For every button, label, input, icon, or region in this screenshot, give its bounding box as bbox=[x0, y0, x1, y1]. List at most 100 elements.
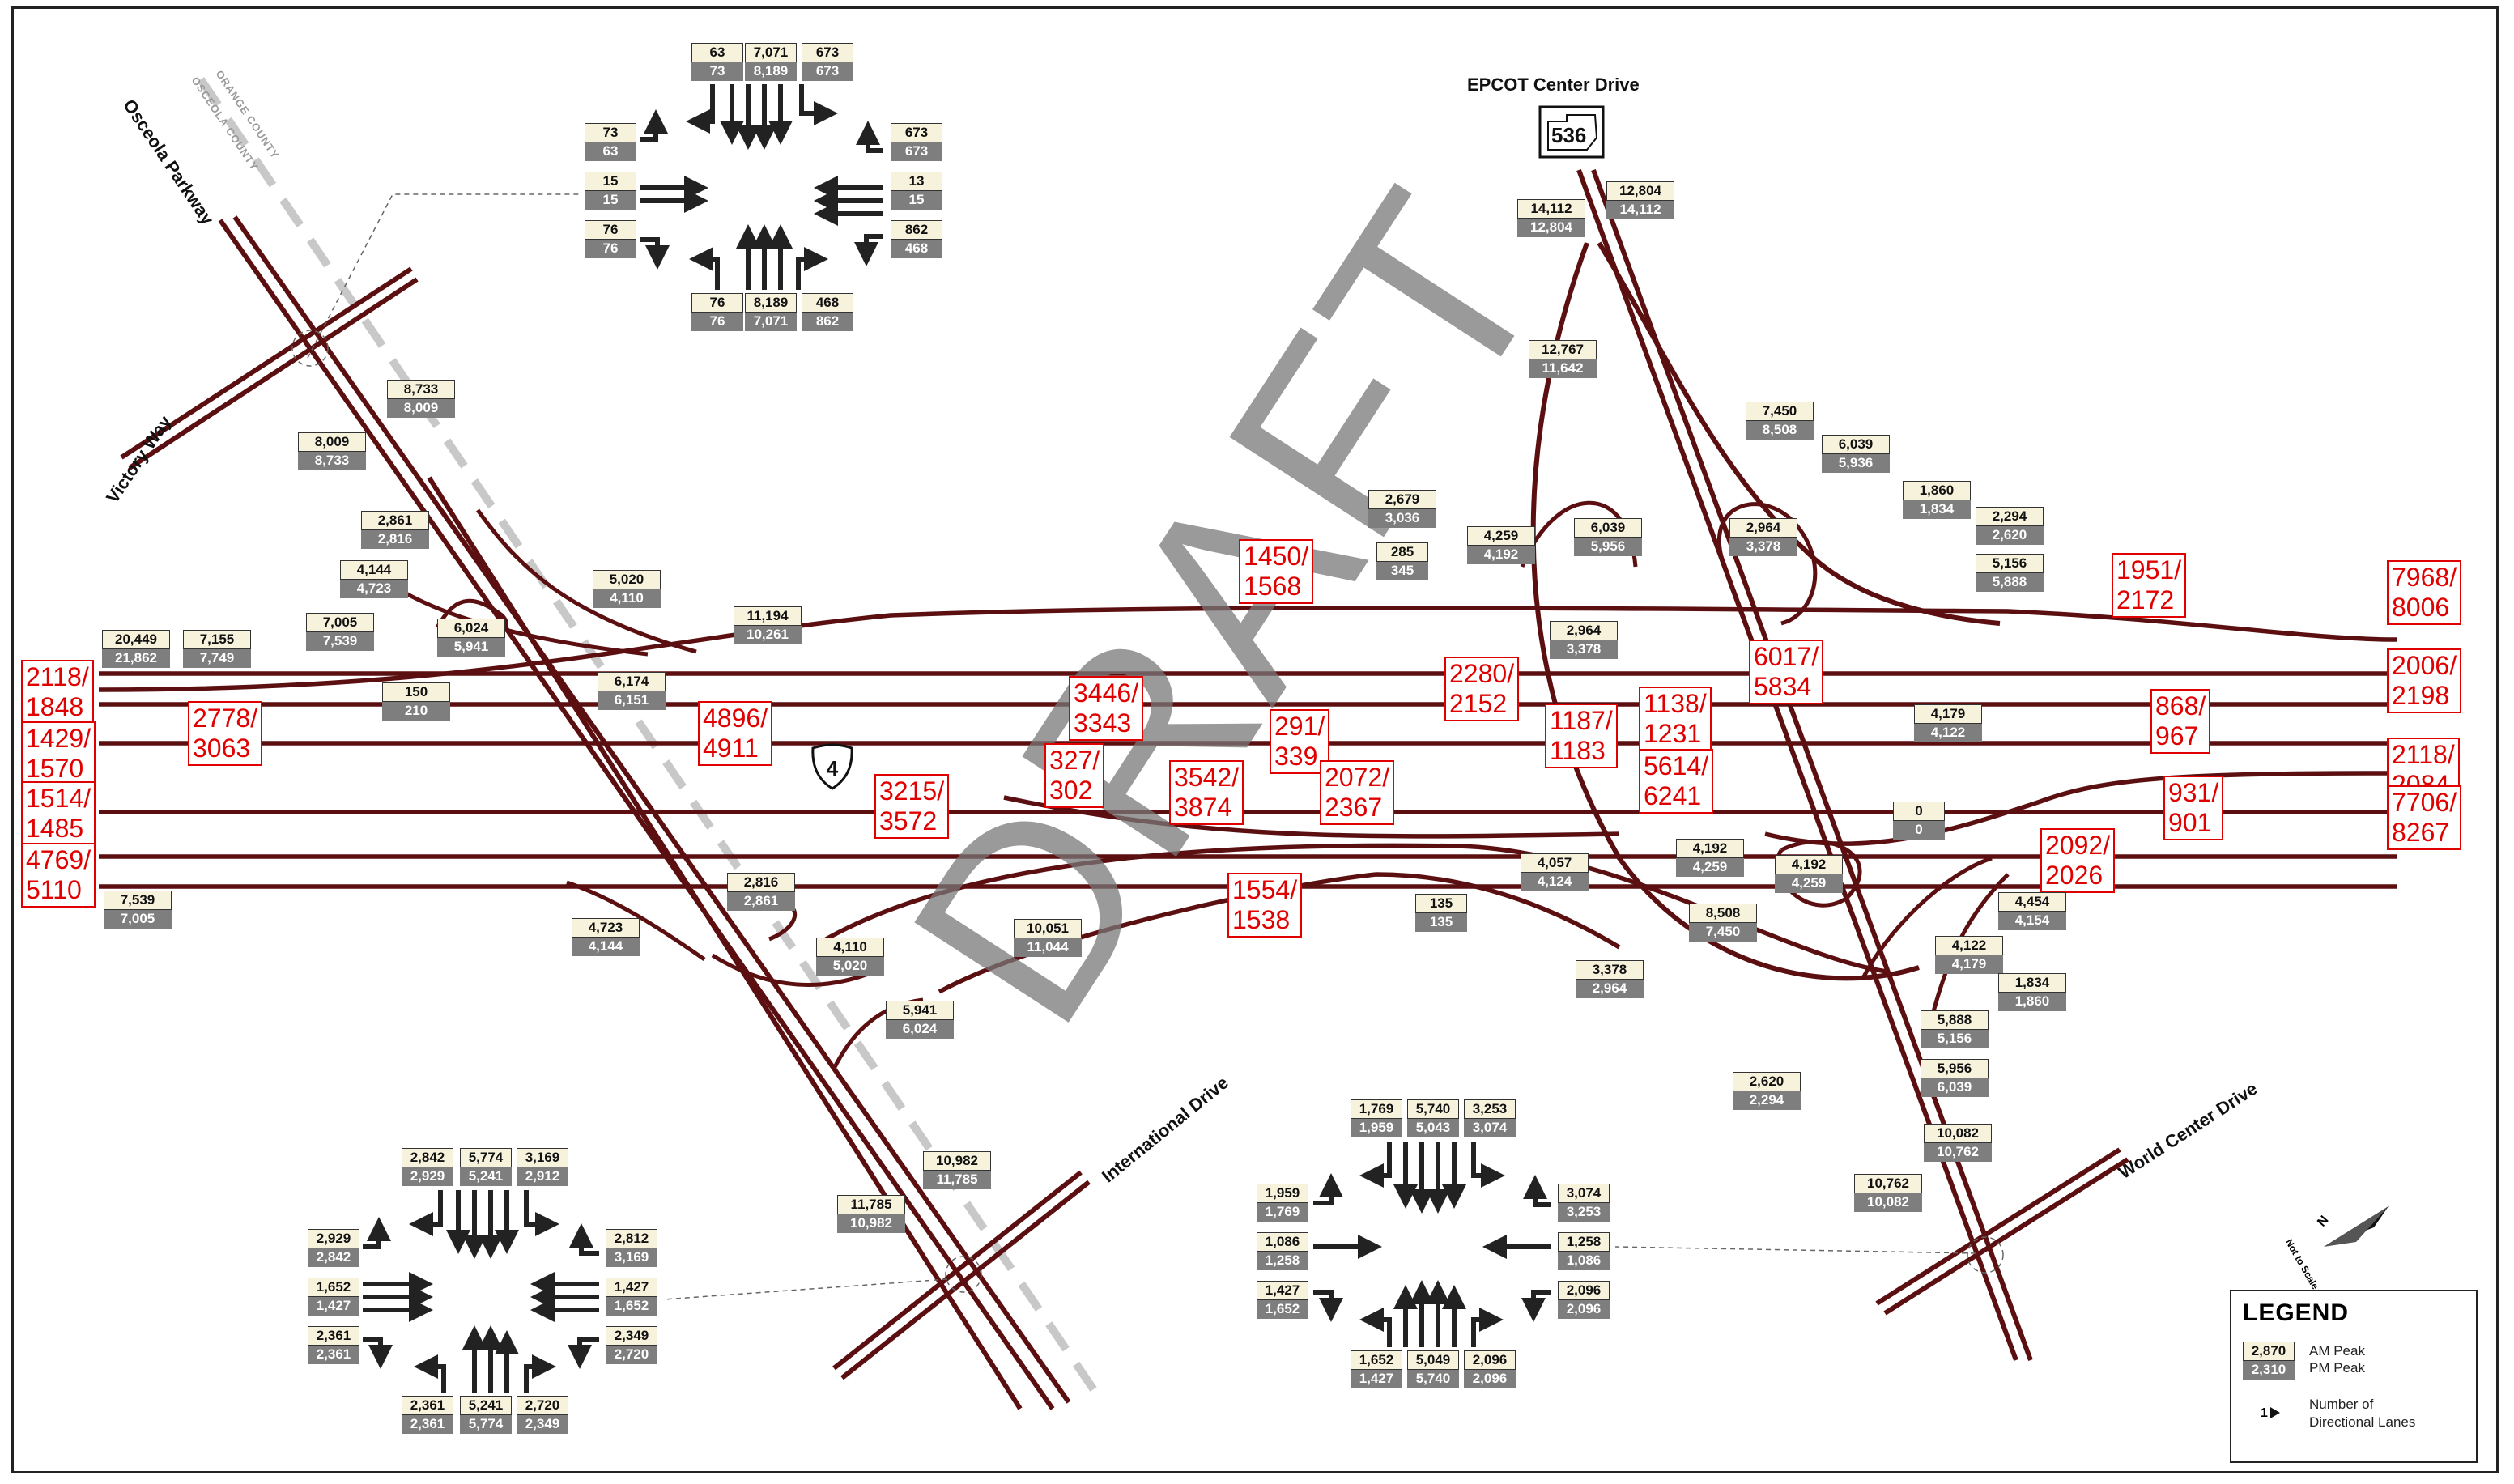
legend-title: LEGEND bbox=[2243, 1299, 2350, 1326]
red-label: 2092/ 2026 bbox=[2040, 828, 2116, 893]
red-label: 868/ 967 bbox=[2150, 689, 2211, 754]
red-label: 2006/ 2198 bbox=[2387, 648, 2462, 713]
red-label: 1187/ 1183 bbox=[1545, 704, 1618, 768]
red-label: 7968/ 8006 bbox=[2387, 560, 2462, 625]
north-arrow-icon bbox=[2324, 1206, 2389, 1247]
north-arrow: N Not to Scale bbox=[2283, 1200, 2413, 1291]
osceola-parkway-corridor bbox=[218, 215, 1071, 1410]
red-label: 2072/ 2367 bbox=[1320, 760, 1395, 825]
red-label: 4769/ 5110 bbox=[21, 843, 96, 908]
red-label: 3446/ 3343 bbox=[1069, 676, 1144, 741]
red-label: 2118/ 1848 bbox=[21, 660, 94, 725]
red-label: 1514/ 1485 bbox=[21, 781, 96, 846]
international-drive-road bbox=[832, 1170, 1091, 1380]
red-label: 3542/ 3874 bbox=[1169, 760, 1244, 825]
callout-lines bbox=[291, 193, 2004, 1300]
legend-lanes-label: Number of bbox=[2309, 1397, 2374, 1412]
red-label: 7706/ 8267 bbox=[2387, 785, 2462, 850]
red-label: 1951/ 2172 bbox=[2112, 553, 2187, 618]
red-label: 4896/ 4911 bbox=[698, 701, 773, 766]
red-label: 1429/ 1570 bbox=[21, 721, 96, 786]
route-536-shield bbox=[1538, 105, 1605, 159]
world-center-drive-road bbox=[1875, 1147, 2129, 1316]
interstate-number: 4 bbox=[827, 756, 839, 780]
legend-lanes-label: Directional Lanes bbox=[2309, 1414, 2416, 1430]
triangle-icon bbox=[2269, 1407, 2280, 1418]
red-label: 3215/ 3572 bbox=[874, 774, 950, 839]
red-label: 2778/ 3063 bbox=[188, 701, 263, 766]
red-label: 1450/ 1568 bbox=[1239, 539, 1314, 604]
i4-mainline bbox=[98, 605, 2397, 994]
red-label: 291/ 339 bbox=[1270, 709, 1330, 774]
legend-pm-label: PM Peak bbox=[2309, 1360, 2365, 1376]
red-label: 1554/ 1538 bbox=[1227, 873, 1303, 938]
red-label: 327/ 302 bbox=[1044, 743, 1105, 808]
epcot-center-drive-label: EPCOT Center Drive bbox=[1467, 74, 1640, 95]
red-label: 5614/ 6241 bbox=[1639, 749, 1714, 814]
victory-way-road bbox=[120, 266, 419, 470]
diagram-frame bbox=[11, 6, 2499, 1473]
interstate-4-shield: 4 bbox=[811, 743, 853, 790]
